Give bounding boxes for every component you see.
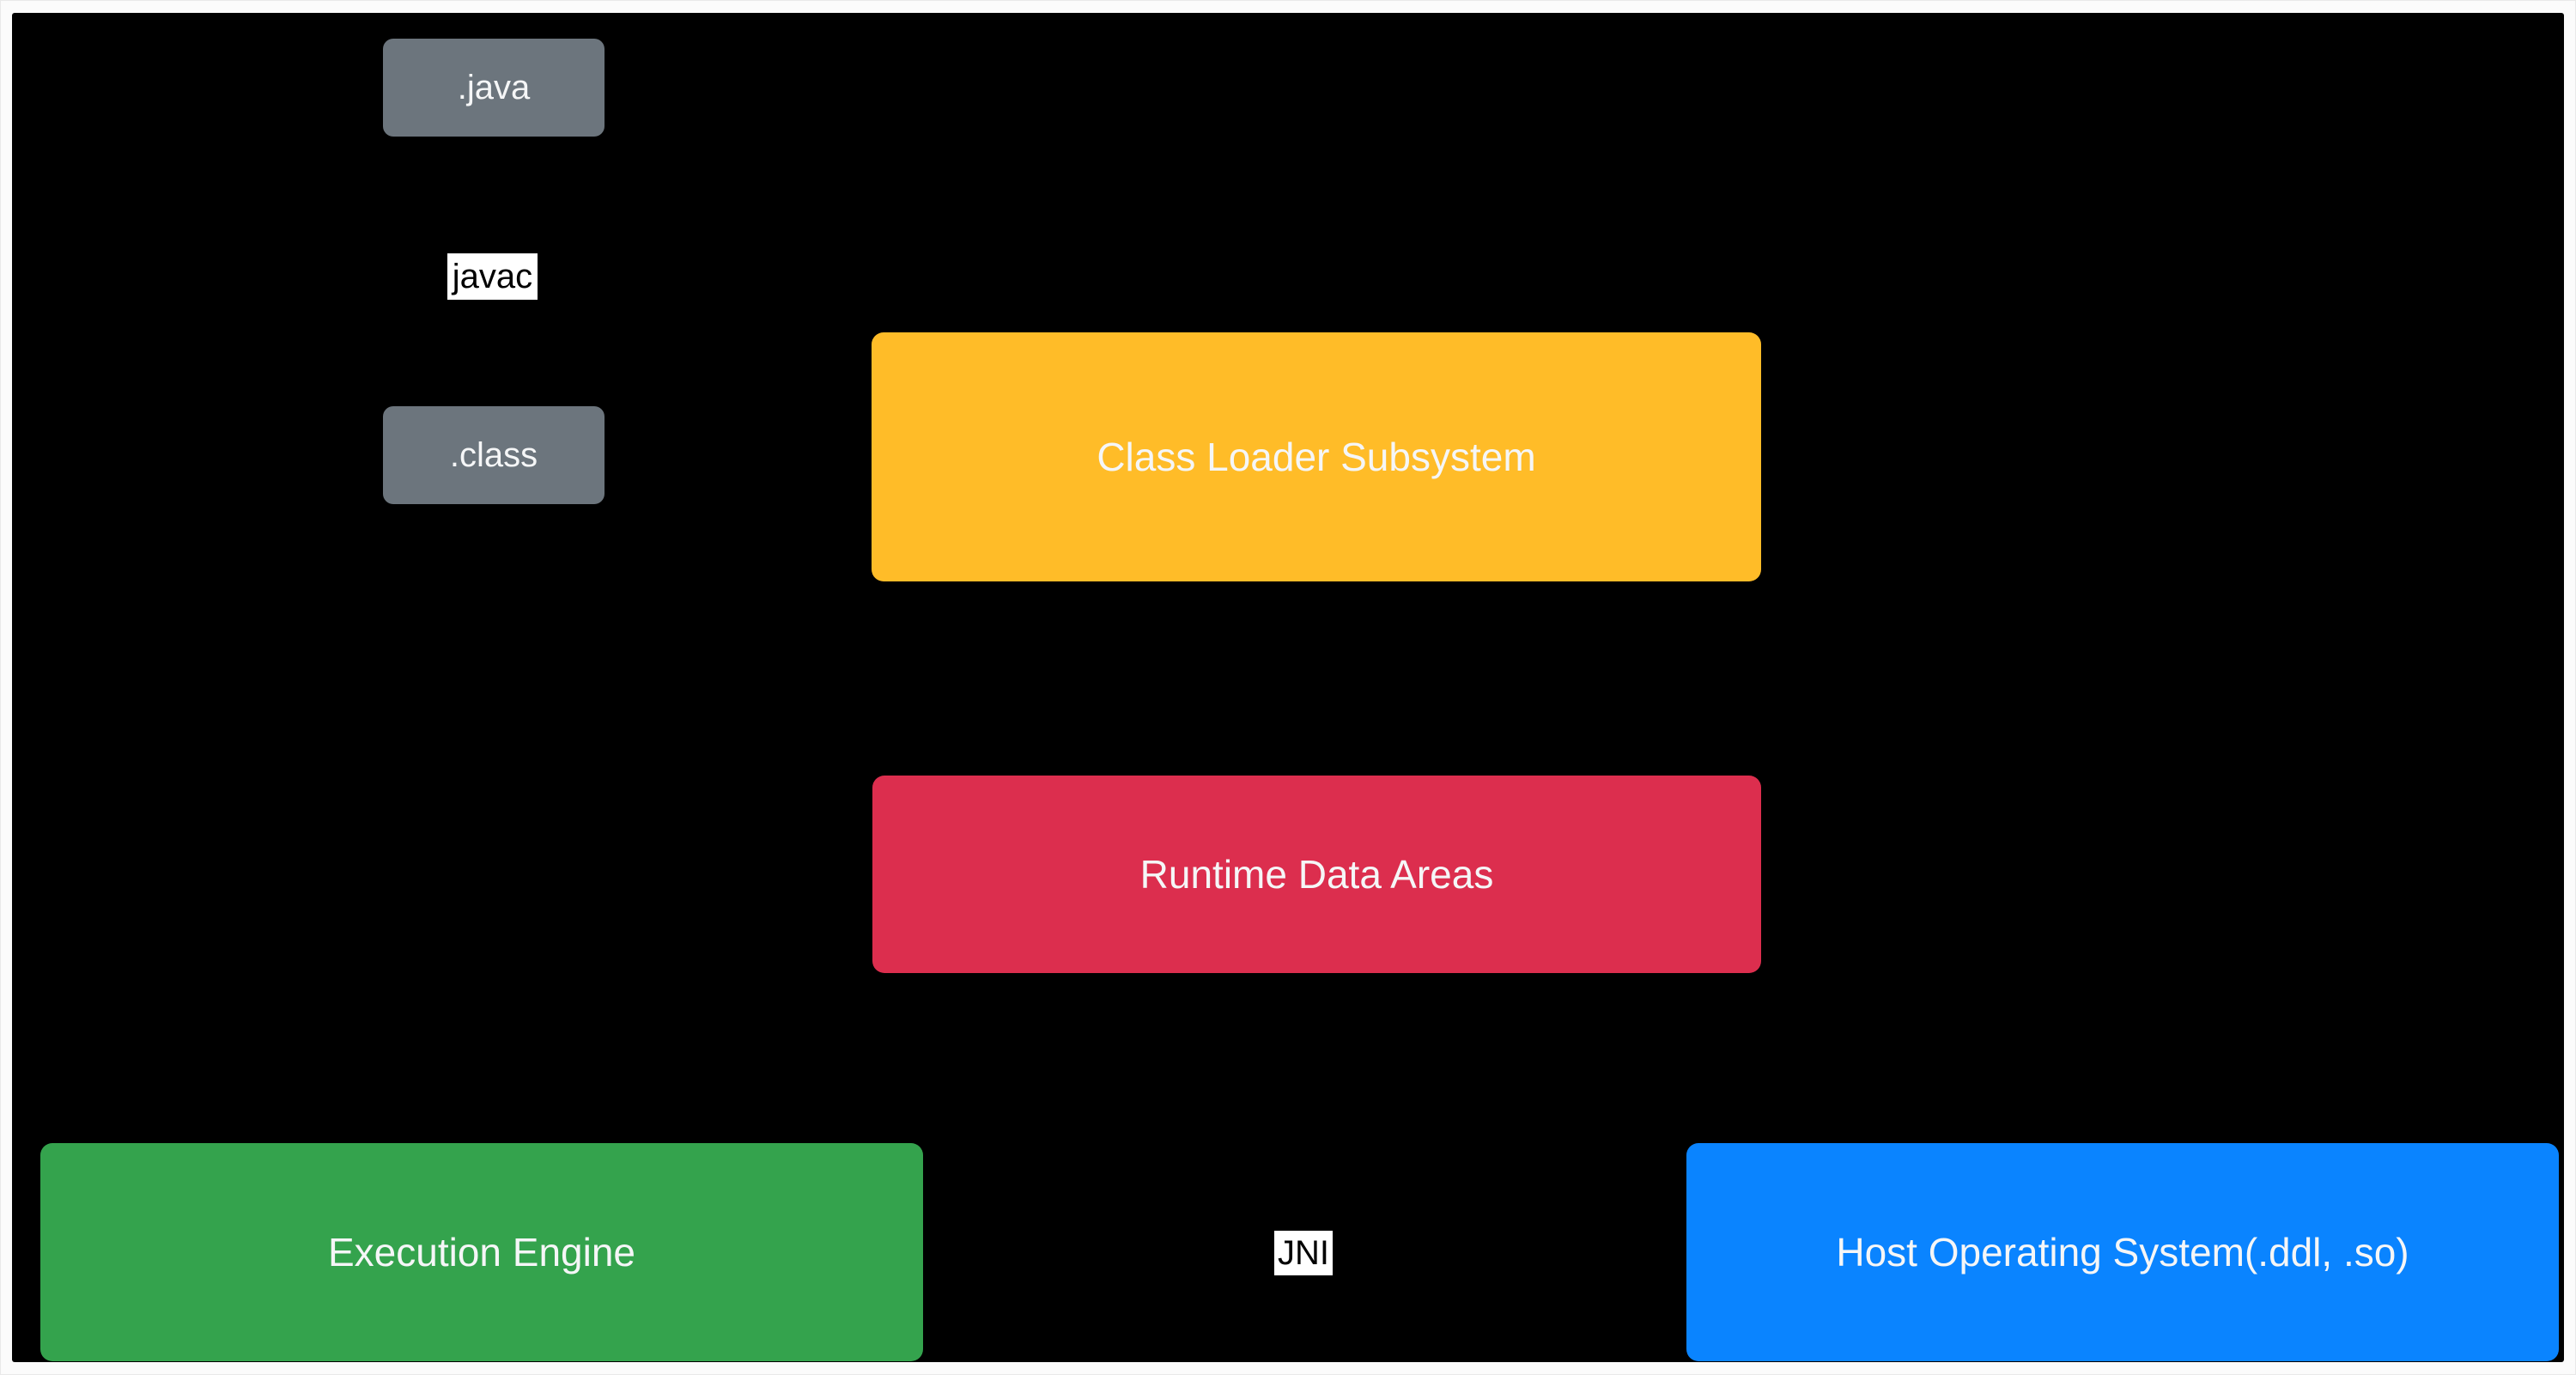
node-class-loader-subsystem: Class Loader Subsystem: [872, 332, 1761, 581]
node-java-file: .java: [383, 39, 605, 137]
node-class-file: .class: [383, 406, 605, 504]
node-host-operating-system: Host Operating System(.ddl, .so): [1686, 1143, 2559, 1361]
diagram-canvas: .java javac .class Class Loader Subsyste…: [12, 13, 2564, 1362]
node-runtime-data-areas: Runtime Data Areas: [872, 776, 1761, 973]
node-execution-engine: Execution Engine: [40, 1143, 923, 1361]
edge-label-javac: javac: [447, 253, 538, 300]
edge-label-jni: JNI: [1274, 1231, 1333, 1275]
